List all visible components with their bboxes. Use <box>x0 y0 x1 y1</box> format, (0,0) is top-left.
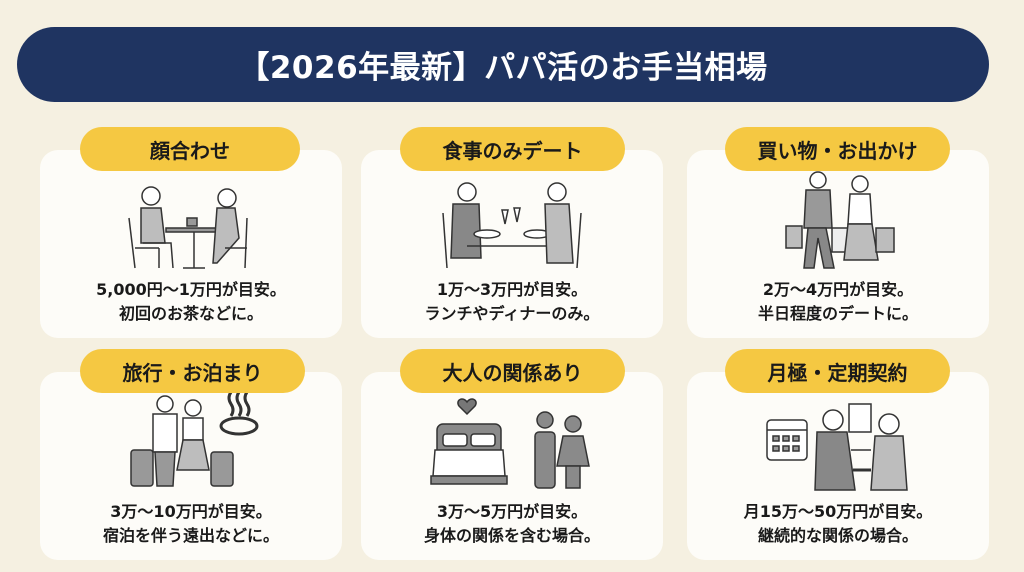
label-pill-shopping: 買い物・お出かけ <box>725 127 950 171</box>
label-pill-face-meeting: 顔合わせ <box>80 127 300 171</box>
contract-handshake-icon <box>687 390 989 500</box>
card-label: 月極・定期契約 <box>767 360 908 385</box>
card-monthly-contract: 月15万〜50万円が目安。 継続的な関係の場合。 <box>687 372 989 560</box>
dinner-date-icon <box>361 168 663 278</box>
card-dinner-date: 1万〜3万円が目安。 ランチやディナーのみ。 <box>361 150 663 338</box>
price-text: 2万〜4万円が目安。 <box>762 280 914 299</box>
cafe-meeting-icon <box>40 168 342 278</box>
label-pill-dinner-date: 食事のみデート <box>400 127 625 171</box>
travel-onsen-icon <box>40 390 342 500</box>
label-pill-travel: 旅行・お泊まり <box>80 349 305 393</box>
label-pill-adult-relationship: 大人の関係あり <box>400 349 625 393</box>
price-text: 3万〜10万円が目安。 <box>110 502 272 521</box>
card-face-meeting: 5,000円〜1万円が目安。 初回のお茶などに。 <box>40 150 342 338</box>
label-pill-monthly-contract: 月極・定期契約 <box>725 349 950 393</box>
price-text: 5,000円〜1万円が目安。 <box>96 280 286 299</box>
card-adult-relationship: 3万〜5万円が目安。 身体の関係を含む場合。 <box>361 372 663 560</box>
title-banner: 【2026年最新】パパ活のお手当相場 <box>17 27 989 102</box>
price-text: 月15万〜50万円が目安。 <box>743 502 933 521</box>
note-text: 宿泊を伴う遠出などに。 <box>102 526 279 545</box>
note-text: 継続的な関係の場合。 <box>757 526 918 545</box>
card-label: 旅行・お泊まり <box>122 360 263 385</box>
card-label: 買い物・お出かけ <box>757 138 918 163</box>
bed-heart-icon <box>361 390 663 500</box>
card-label: 食事のみデート <box>442 138 583 163</box>
note-text: ランチやディナーのみ。 <box>424 304 600 323</box>
card-shopping: 2万〜4万円が目安。 半日程度のデートに。 <box>687 150 989 338</box>
card-travel: 3万〜10万円が目安。 宿泊を伴う遠出などに。 <box>40 372 342 560</box>
price-text: 3万〜5万円が目安。 <box>436 502 588 521</box>
shopping-icon <box>687 168 989 278</box>
card-label: 顔合わせ <box>150 138 230 163</box>
price-text: 1万〜3万円が目安。 <box>436 280 588 299</box>
card-label: 大人の関係あり <box>442 360 583 385</box>
note-text: 初回のお茶などに。 <box>118 304 263 323</box>
note-text: 半日程度のデートに。 <box>757 304 918 323</box>
page-title: 【2026年最新】パパ活のお手当相場 <box>238 50 768 86</box>
note-text: 身体の関係を含む場合。 <box>423 526 600 545</box>
